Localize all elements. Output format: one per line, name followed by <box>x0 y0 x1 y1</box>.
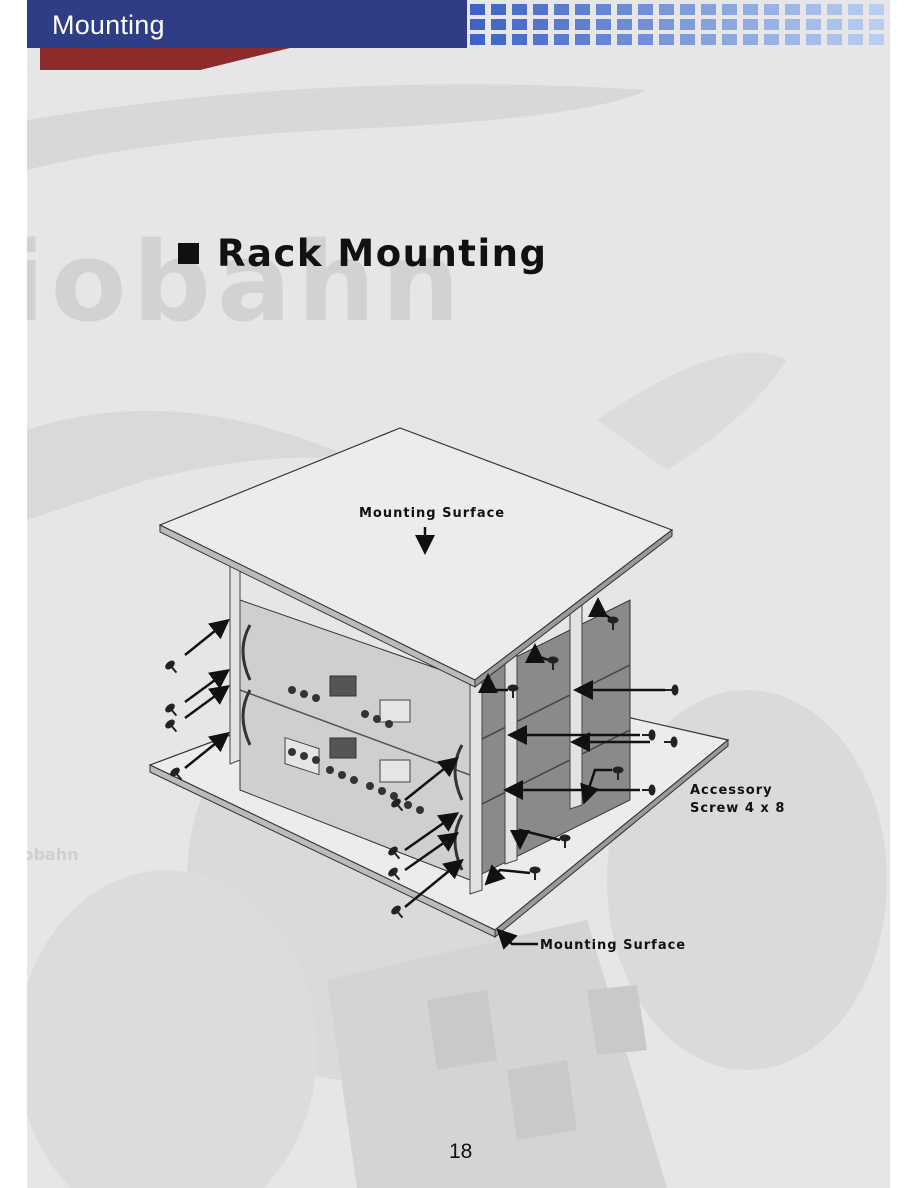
header-square <box>512 19 527 30</box>
header-square <box>680 4 695 15</box>
header-square <box>827 19 842 30</box>
header-square <box>659 34 674 45</box>
header-square <box>554 4 569 15</box>
page-background: iobahn iobahn <box>27 0 890 1188</box>
header-square <box>827 34 842 45</box>
section-heading: Rack Mounting <box>178 228 548 278</box>
header-square <box>512 4 527 15</box>
header-square <box>722 4 737 15</box>
header-square <box>596 34 611 45</box>
header-title: Mounting <box>52 10 165 40</box>
header-square <box>869 19 884 30</box>
header-square <box>869 34 884 45</box>
header-square <box>470 4 485 15</box>
header-square <box>806 34 821 45</box>
header-square <box>638 19 653 30</box>
svg-text:iobahn: iobahn <box>27 218 466 346</box>
header-square <box>722 34 737 45</box>
header-square <box>827 4 842 15</box>
header-square <box>848 4 863 15</box>
header-square <box>764 19 779 30</box>
header-square <box>722 19 737 30</box>
header-square <box>491 4 506 15</box>
header-square <box>575 34 590 45</box>
header-square <box>596 4 611 15</box>
header-square <box>470 34 485 45</box>
header-square <box>554 19 569 30</box>
header-square <box>617 34 632 45</box>
section-title: Rack Mounting <box>217 231 548 275</box>
header-square <box>743 4 758 15</box>
header-square <box>806 19 821 30</box>
bottom-mounting-surface-label: Mounting Surface <box>540 938 687 953</box>
header-square <box>575 4 590 15</box>
header-square <box>806 4 821 15</box>
header-square <box>575 19 590 30</box>
header-red-accent <box>40 48 290 70</box>
top-mounting-surface-label: Mounting Surface <box>359 506 506 521</box>
header-square <box>701 4 716 15</box>
header-square <box>785 19 800 30</box>
header-square <box>785 34 800 45</box>
header-square <box>533 34 548 45</box>
header-square <box>533 4 548 15</box>
header-square <box>764 34 779 45</box>
header-square <box>680 34 695 45</box>
svg-text:iobahn: iobahn <box>27 845 79 864</box>
screw-arrows <box>184 527 665 908</box>
header-square <box>638 34 653 45</box>
header-square <box>848 19 863 30</box>
page-number: 18 <box>449 1140 473 1163</box>
header-square <box>533 19 548 30</box>
header-square <box>491 19 506 30</box>
section-bullet-square <box>178 242 199 264</box>
header-square <box>554 34 569 45</box>
header-square <box>659 4 674 15</box>
header-square <box>659 19 674 30</box>
header-decorative-squares <box>470 4 884 45</box>
screw-icons <box>165 616 679 919</box>
accessory-label-line1: Accessory <box>690 783 773 798</box>
bent-arrows <box>478 597 612 950</box>
header-square <box>785 4 800 15</box>
header-square <box>491 34 506 45</box>
header-square <box>743 34 758 45</box>
header-square <box>617 19 632 30</box>
header-square <box>596 19 611 30</box>
header-square <box>512 34 527 45</box>
header-square <box>680 19 695 30</box>
header-square <box>638 4 653 15</box>
accessory-label-line2: Screw 4 x 8 <box>690 801 786 816</box>
header-bar <box>27 0 467 48</box>
header-square <box>470 19 485 30</box>
header-square <box>848 34 863 45</box>
header-square <box>764 4 779 15</box>
header-square <box>701 19 716 30</box>
header-square <box>869 4 884 15</box>
header-square <box>701 34 716 45</box>
header-square <box>743 19 758 30</box>
header-square <box>617 4 632 15</box>
